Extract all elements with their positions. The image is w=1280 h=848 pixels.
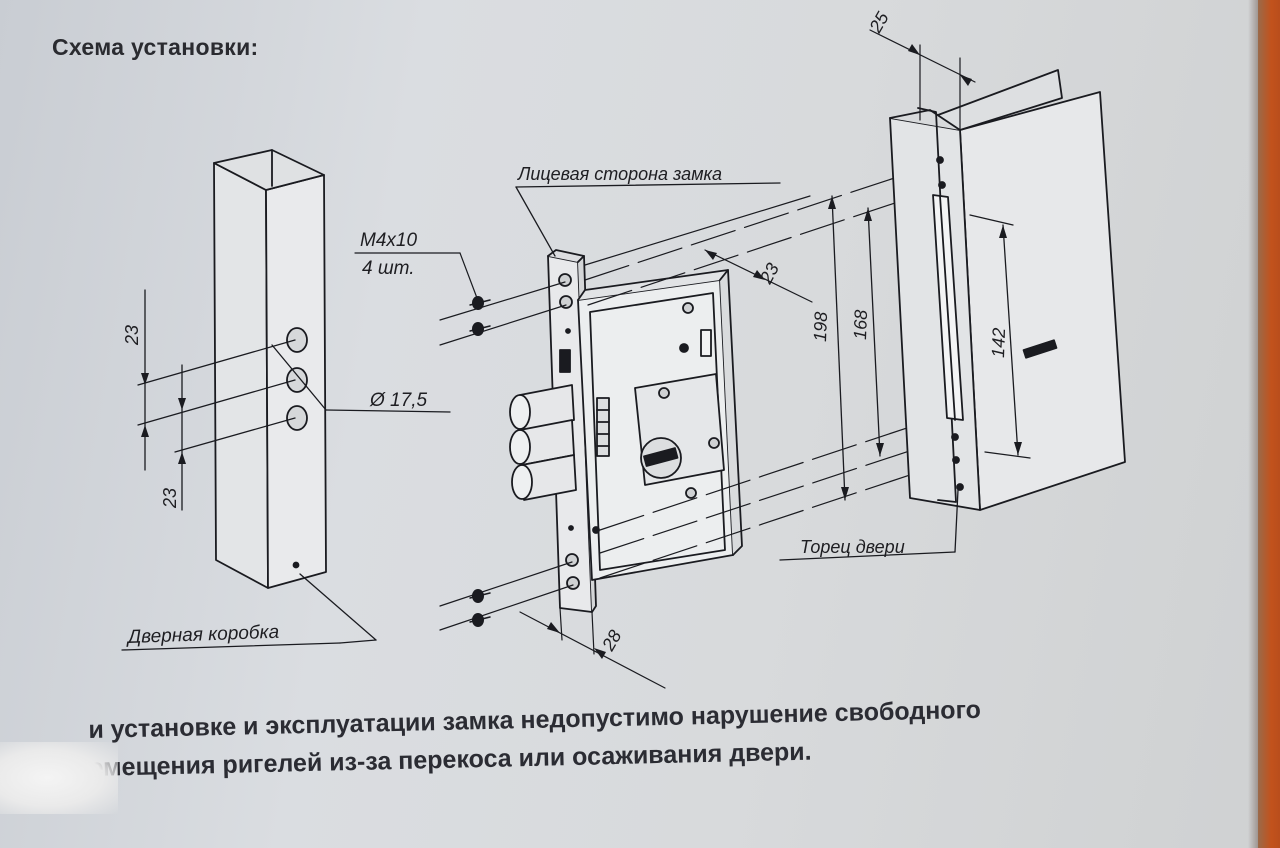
label-hole-diameter: Ø 17,5 <box>369 390 427 411</box>
frame-hole-top <box>286 327 308 353</box>
page-title: Схема установки: <box>52 34 259 60</box>
dim-frame-top: 23 <box>122 325 142 346</box>
label-door-frame: Дверная коробка <box>125 622 279 648</box>
dim-frame-bottom: 23 <box>160 488 180 509</box>
page-edge-shadow <box>1248 0 1258 848</box>
label-screw-size: M4x10 <box>360 230 417 251</box>
door-leaf <box>889 69 1126 511</box>
frame-hole-bottom <box>286 405 308 431</box>
label-screw-count: 4 шт. <box>362 258 415 279</box>
label-lock-face: Лицевая сторона замка <box>517 164 722 184</box>
label-door-edge: Торец двери <box>800 537 905 557</box>
dim-height-total: 198 <box>810 311 831 342</box>
paper-glare <box>0 742 118 814</box>
dim-height-screws: 168 <box>850 309 871 340</box>
dim-height-slot: 142 <box>988 327 1009 358</box>
mortise-lock <box>509 249 743 613</box>
frame-hole-middle <box>286 367 308 393</box>
dim-door-thickness: 25 <box>865 8 893 37</box>
door-frame <box>213 149 327 589</box>
page-edge-orange <box>1258 0 1280 848</box>
screws <box>354 252 574 631</box>
dim-body-offset: 23 <box>755 260 783 288</box>
